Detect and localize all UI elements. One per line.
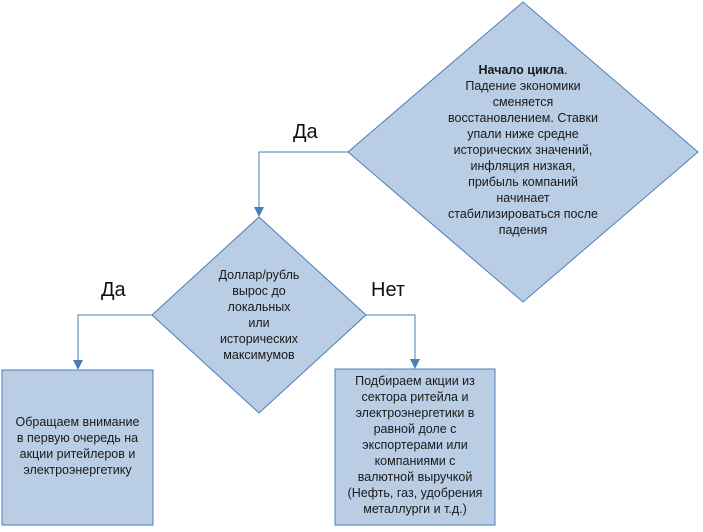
connector-start-to-decision xyxy=(254,151,348,217)
right-box-line: металлурги и т.д.) xyxy=(363,502,467,516)
decision-line: Доллар/рубль xyxy=(218,268,300,282)
connector-decision-to-right xyxy=(366,314,420,369)
start-diamond-line: сменяется xyxy=(492,95,554,109)
start-diamond-shape xyxy=(347,1,699,303)
right-box-line: валютной выручкой xyxy=(357,470,473,484)
left-box-line: акции ритейлеров и xyxy=(19,447,136,461)
start-diamond-line: инфляция низкая, xyxy=(470,159,576,173)
left-box-shape xyxy=(1,369,154,526)
decision-line: исторических xyxy=(219,332,299,346)
start-diamond-line: исторических значений, xyxy=(453,143,593,157)
connector-decision-to-left xyxy=(73,314,152,370)
start-diamond-line: начинает xyxy=(496,191,550,205)
start-diamond-line: восстановлением. Ставки xyxy=(448,111,598,125)
start-diamond-line: прибыль компаний xyxy=(468,175,578,189)
edge-label-decision-to-left: Да xyxy=(101,279,126,301)
start-diamond-line: стабилизироваться после xyxy=(448,207,598,221)
decision-line: или xyxy=(248,316,270,330)
right-box-line: электроэнергетики в xyxy=(355,406,475,420)
right-box-line: (Нефть, газ, удобрения xyxy=(347,486,483,500)
start-diamond-text: Начало цикла. Падение экономики сменяетс… xyxy=(413,62,633,238)
decision-diamond-text: Доллар/рубль вырос до локальных или исто… xyxy=(194,267,324,363)
right-box-line: Подбираем акции из xyxy=(355,374,475,388)
decision-line: вырос до xyxy=(232,284,286,298)
left-box-text: Обращаем внимание в первую очередь на ак… xyxy=(6,414,149,478)
left-box-line: в первую очередь на xyxy=(16,431,139,445)
start-diamond-title-suffix: . xyxy=(563,63,568,77)
right-box-line: сектора ритейла и xyxy=(361,390,469,404)
start-diamond-title: Начало цикла xyxy=(478,63,564,77)
decision-diamond-shape xyxy=(151,216,367,414)
left-box-line: электроэнергетику xyxy=(23,463,132,477)
right-box-line: компаниями с xyxy=(374,454,456,468)
right-box-line: экспортерами или xyxy=(362,438,468,452)
start-diamond-line: упали ниже средне xyxy=(467,127,579,141)
start-diamond-line: падения xyxy=(498,223,548,237)
edge-label-decision-to-right: Нет xyxy=(371,279,406,301)
decision-line: локальных xyxy=(227,300,291,314)
start-diamond-line: Падение экономики xyxy=(465,79,581,93)
right-box-shape xyxy=(334,368,496,526)
start-diamond-title-line: Начало цикла. xyxy=(413,62,633,78)
right-box-text: Подбираем акции из сектора ритейла и эле… xyxy=(337,373,493,517)
right-box-line: равной доле с xyxy=(373,422,457,436)
decision-line: максимумов xyxy=(223,348,295,362)
left-box-line: Обращаем внимание xyxy=(15,415,140,429)
edge-label-start-to-decision: Да xyxy=(293,121,318,143)
